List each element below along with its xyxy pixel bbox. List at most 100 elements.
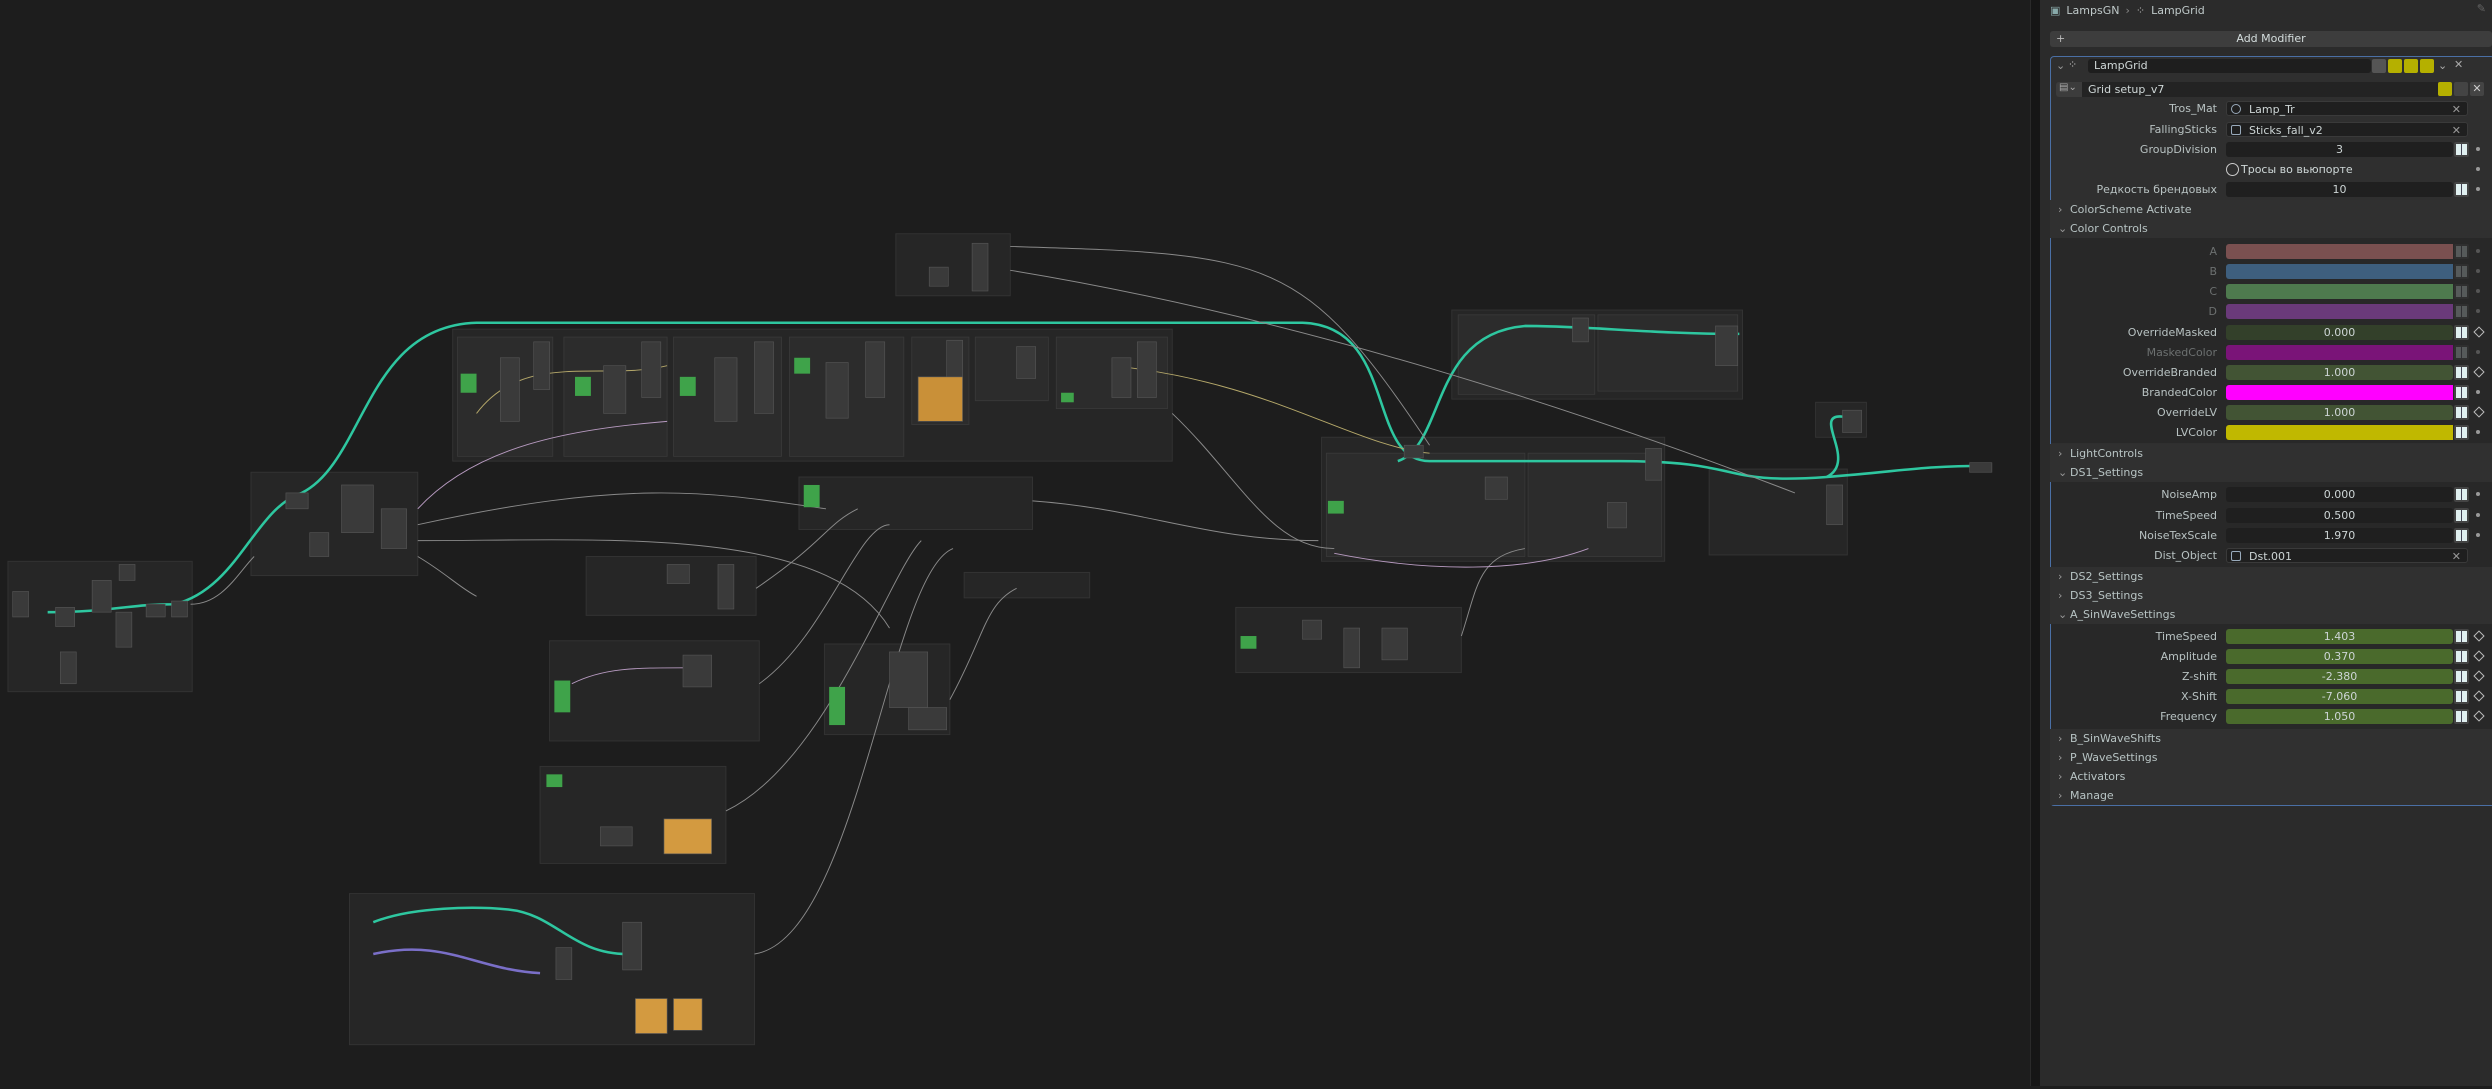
x-shift-field[interactable]: -7.060 xyxy=(2226,689,2453,704)
keyframe-diamond-icon[interactable] xyxy=(2473,406,2485,418)
attribute-toggle-icon[interactable] xyxy=(2454,709,2469,724)
attribute-toggle-icon[interactable] xyxy=(2454,508,2469,523)
attribute-toggle-icon[interactable] xyxy=(2454,325,2469,340)
viewport-toggle-icon[interactable] xyxy=(2404,59,2418,73)
keyframe-dot-icon[interactable] xyxy=(2476,309,2480,313)
node-graph[interactable] xyxy=(0,0,2030,1086)
attribute-toggle-icon[interactable] xyxy=(2454,385,2469,400)
modifier-menu-icon[interactable]: ⌄ xyxy=(2438,59,2448,72)
keyframe-diamond-icon[interactable] xyxy=(2473,326,2485,338)
section-ds3-settings[interactable]: ›DS3_Settings xyxy=(2050,586,2492,605)
keyframe-dot-icon[interactable] xyxy=(2476,492,2480,496)
keyframe-dot-icon[interactable] xyxy=(2476,289,2480,293)
add-modifier-button[interactable]: +Add Modifier xyxy=(2050,31,2492,47)
clear-icon[interactable]: ✕ xyxy=(2451,124,2461,137)
keyframe-dot-icon[interactable] xyxy=(2476,513,2480,517)
tros-checkbox-label[interactable]: Тросы во вьюпорте xyxy=(2241,163,2353,176)
time-speed-field[interactable]: 1.403 xyxy=(2226,629,2453,644)
keyframe-diamond-icon[interactable] xyxy=(2473,690,2485,702)
node-editor-canvas[interactable] xyxy=(0,0,2030,1086)
attribute-toggle-icon[interactable] xyxy=(2454,629,2469,644)
keyframe-dot-icon[interactable] xyxy=(2476,249,2480,253)
keyframe-dot-icon[interactable] xyxy=(2476,533,2480,537)
section-light-controls[interactable]: ›LightControls xyxy=(2050,444,2492,463)
attribute-toggle-icon[interactable] xyxy=(2454,264,2469,279)
color-a-swatch[interactable] xyxy=(2226,244,2453,259)
keyframe-dot-icon[interactable] xyxy=(2476,430,2480,434)
lv-color-swatch[interactable] xyxy=(2226,425,2453,440)
falling-sticks-field[interactable]: Sticks_fall_v2✕ xyxy=(2226,122,2468,137)
attribute-toggle-icon[interactable] xyxy=(2454,405,2469,420)
frequency-field[interactable]: 1.050 xyxy=(2226,709,2453,724)
keyframe-dot-icon[interactable] xyxy=(2476,167,2480,171)
on-cage-toggle-icon[interactable] xyxy=(2388,59,2402,73)
area-divider[interactable] xyxy=(2030,0,2040,1086)
keyframe-dot-icon[interactable] xyxy=(2476,269,2480,273)
group-division-field[interactable]: 3 xyxy=(2226,142,2453,157)
override-masked-field[interactable]: 0.000 xyxy=(2226,325,2453,340)
section-color-scheme[interactable]: ›ColorScheme Activate xyxy=(2050,200,2492,219)
attribute-toggle-icon[interactable] xyxy=(2454,528,2469,543)
rarity-field[interactable]: 10 xyxy=(2226,182,2453,197)
section-a-sinwave-settings[interactable]: ⌄A_SinWaveSettings xyxy=(2050,605,2492,624)
attribute-toggle-icon[interactable] xyxy=(2454,284,2469,299)
clear-icon[interactable]: ✕ xyxy=(2451,550,2461,563)
section-p-wave-settings[interactable]: ›P_WaveSettings xyxy=(2050,748,2492,767)
keyframe-diamond-icon[interactable] xyxy=(2473,710,2485,722)
color-d-swatch[interactable] xyxy=(2226,304,2453,319)
attribute-toggle-icon[interactable] xyxy=(2454,649,2469,664)
keyframe-diamond-icon[interactable] xyxy=(2473,670,2485,682)
node-group-selector[interactable]: ▤⌄ xyxy=(2056,82,2086,97)
keyframe-diamond-icon[interactable] xyxy=(2473,650,2485,662)
keyframe-dot-icon[interactable] xyxy=(2476,390,2480,394)
section-manage[interactable]: ›Manage xyxy=(2050,786,2492,805)
attribute-toggle-icon[interactable] xyxy=(2454,365,2469,380)
render-toggle-icon[interactable] xyxy=(2420,59,2434,73)
section-activators[interactable]: ›Activators xyxy=(2050,767,2492,786)
noise-amp-field[interactable]: 0.000 xyxy=(2226,487,2453,502)
pin-icon[interactable]: ✎ xyxy=(2476,2,2486,15)
attribute-toggle-icon[interactable] xyxy=(2454,345,2469,360)
fake-user-icon[interactable] xyxy=(2438,82,2452,96)
breadcrumb-modifier[interactable]: LampGrid xyxy=(2151,3,2205,17)
clear-icon[interactable]: ✕ xyxy=(2451,103,2461,116)
masked-color-swatch[interactable] xyxy=(2226,345,2453,360)
override-branded-field[interactable]: 1.000 xyxy=(2226,365,2453,380)
dist-object-field[interactable]: Dst.001✕ xyxy=(2226,548,2468,563)
section-color-controls[interactable]: ⌄Color Controls xyxy=(2050,219,2492,238)
modifier-name-field[interactable]: LampGrid xyxy=(2088,59,2371,73)
section-ds1-settings[interactable]: ⌄DS1_Settings xyxy=(2050,463,2492,482)
branded-color-swatch[interactable] xyxy=(2226,385,2453,400)
tros-mat-field[interactable]: Lamp_Tr✕ xyxy=(2226,101,2468,116)
time-speed-field[interactable]: 0.500 xyxy=(2226,508,2453,523)
node-group-field[interactable]: Grid setup_v7 xyxy=(2082,82,2438,97)
tros-checkbox[interactable] xyxy=(2226,163,2239,176)
override-lv-field[interactable]: 1.000 xyxy=(2226,405,2453,420)
section-b-sinwave-shifts[interactable]: ›B_SinWaveShifts xyxy=(2050,729,2492,748)
attribute-toggle-icon[interactable] xyxy=(2454,304,2469,319)
attribute-toggle-icon[interactable] xyxy=(2454,669,2469,684)
collapse-modifier-icon[interactable]: ⌄ xyxy=(2056,59,2066,72)
color-b-swatch[interactable] xyxy=(2226,264,2453,279)
edit-mode-toggle-icon[interactable] xyxy=(2372,59,2386,73)
keyframe-dot-icon[interactable] xyxy=(2476,187,2480,191)
attribute-toggle-icon[interactable] xyxy=(2454,425,2469,440)
attribute-toggle-icon[interactable] xyxy=(2454,182,2469,197)
section-ds2-settings[interactable]: ›DS2_Settings xyxy=(2050,567,2492,586)
keyframe-diamond-icon[interactable] xyxy=(2473,630,2485,642)
z-shift-field[interactable]: -2.380 xyxy=(2226,669,2453,684)
breadcrumb-object[interactable]: LampsGN xyxy=(2066,3,2120,17)
keyframe-dot-icon[interactable] xyxy=(2476,350,2480,354)
noise-tex-scale-field[interactable]: 1.970 xyxy=(2226,528,2453,543)
attribute-toggle-icon[interactable] xyxy=(2454,142,2469,157)
attribute-toggle-icon[interactable] xyxy=(2454,244,2469,259)
amplitude-field[interactable]: 0.370 xyxy=(2226,649,2453,664)
keyframe-dot-icon[interactable] xyxy=(2476,147,2480,151)
unlink-icon[interactable]: ✕ xyxy=(2470,82,2484,96)
color-c-swatch[interactable] xyxy=(2226,284,2453,299)
attribute-toggle-icon[interactable] xyxy=(2454,689,2469,704)
attribute-toggle-icon[interactable] xyxy=(2454,487,2469,502)
remove-modifier-icon[interactable]: ✕ xyxy=(2454,58,2464,71)
keyframe-diamond-icon[interactable] xyxy=(2473,366,2485,378)
duplicate-icon[interactable] xyxy=(2454,82,2468,96)
